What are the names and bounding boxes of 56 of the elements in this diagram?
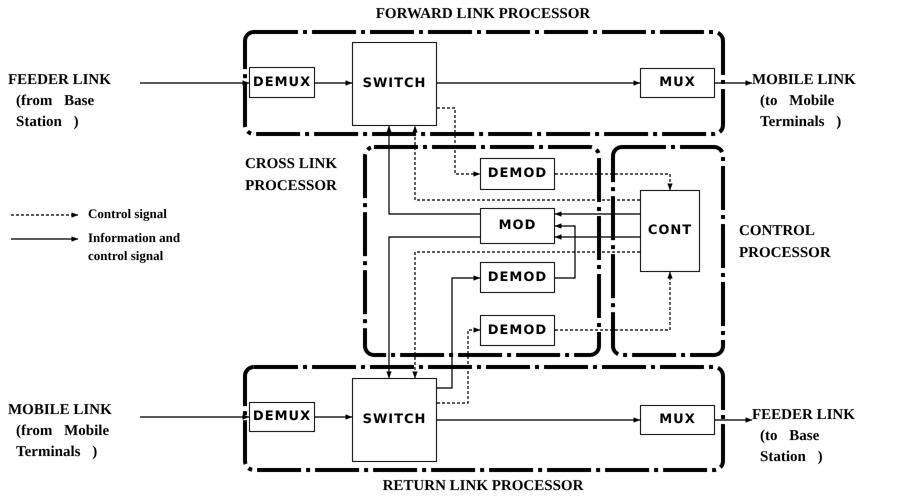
link-label: (to Mobile Terminals ) bbox=[759, 92, 842, 132]
block-label: SWITCH bbox=[362, 411, 426, 430]
legend-text: Control signal bbox=[88, 205, 168, 223]
arrow bbox=[140, 80, 250, 86]
block-label: DEMUX bbox=[252, 74, 312, 92]
link-label: FEEDER LINK bbox=[752, 406, 855, 425]
block-label: MUX bbox=[659, 411, 696, 430]
arrow bbox=[555, 173, 673, 190]
block-box bbox=[249, 402, 315, 432]
arrow bbox=[412, 251, 640, 378]
block-box bbox=[640, 190, 700, 272]
link-label: (to Base Station ) bbox=[759, 427, 824, 467]
block-label: DEMOD bbox=[488, 322, 548, 340]
block-box bbox=[249, 67, 315, 98]
link-label: (from Base Station ) bbox=[15, 92, 96, 132]
block-box bbox=[640, 68, 715, 98]
link-label: (from Mobile Terminals ) bbox=[15, 422, 110, 462]
arrow bbox=[386, 126, 480, 215]
arrow bbox=[437, 417, 640, 423]
arrow bbox=[140, 414, 250, 420]
arrow bbox=[315, 80, 352, 86]
arrow bbox=[412, 126, 640, 201]
processor-heading: FORWARD LINK PROCESSOR bbox=[374, 5, 592, 24]
arrow bbox=[437, 327, 480, 404]
arrow bbox=[437, 107, 480, 177]
link-label: MOBILE LINK bbox=[752, 71, 856, 90]
block-label: SWITCH bbox=[362, 75, 426, 94]
arrow bbox=[437, 80, 640, 86]
link-label: MOBILE LINK bbox=[8, 401, 112, 420]
arrow bbox=[715, 417, 752, 423]
block-label: MUX bbox=[659, 74, 696, 92]
block-box bbox=[480, 262, 555, 293]
processor-heading: CROSS LINK PROCESSOR bbox=[244, 155, 338, 196]
block-box bbox=[640, 405, 715, 435]
arrow bbox=[554, 211, 640, 217]
arrow bbox=[554, 223, 576, 279]
arrow bbox=[554, 234, 640, 240]
block-label: DEMOD bbox=[488, 165, 548, 184]
processor-heading: RETURN LINK PROCESSOR bbox=[382, 477, 585, 496]
block-label: MOD bbox=[498, 217, 536, 236]
block-label: DEMUX bbox=[252, 408, 312, 426]
link-label: FEEDER LINK bbox=[8, 71, 111, 90]
arrow bbox=[386, 236, 480, 378]
block-box bbox=[352, 42, 437, 126]
block-box bbox=[480, 158, 555, 190]
arrow bbox=[715, 80, 752, 86]
block-label: DEMOD bbox=[488, 268, 548, 287]
arrow bbox=[555, 272, 673, 331]
block-box bbox=[352, 378, 437, 462]
legend-text: Information and control signal bbox=[88, 229, 182, 265]
arrow bbox=[315, 414, 352, 420]
block-label: CONT bbox=[648, 222, 692, 240]
block-box bbox=[480, 315, 555, 346]
processor-heading: CONTROL PROCESSOR bbox=[739, 222, 832, 263]
block-box bbox=[480, 208, 555, 244]
arrow bbox=[437, 275, 480, 389]
